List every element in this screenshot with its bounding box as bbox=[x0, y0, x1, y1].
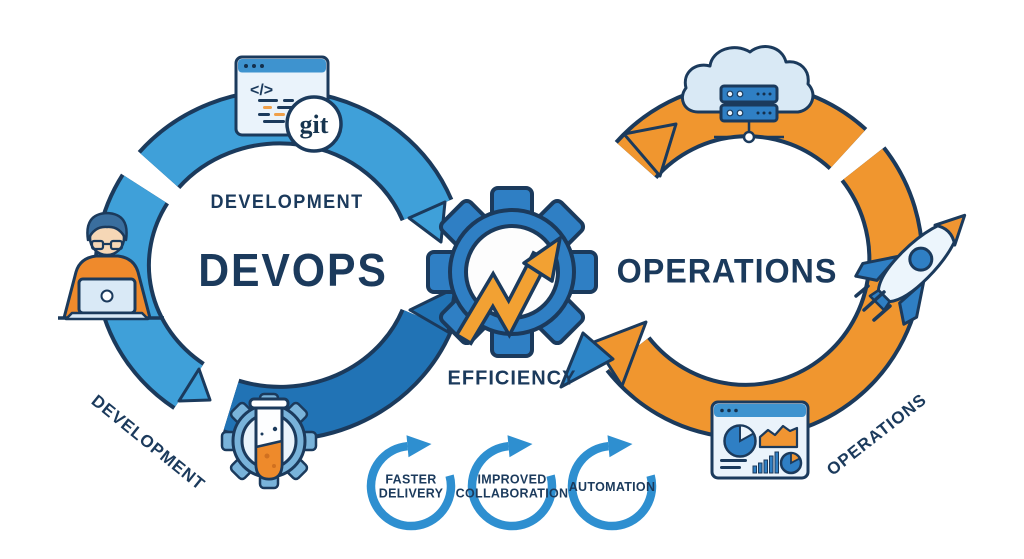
benefit-improved-collaboration: IMPROVED COLLABORATION bbox=[456, 473, 569, 502]
development-top-label: DEVELOPMENT bbox=[210, 192, 364, 213]
git-label: git bbox=[300, 110, 329, 139]
code-editor-icon: </> git bbox=[234, 55, 343, 153]
gear-icon bbox=[426, 186, 598, 358]
benefit-line: DELIVERY bbox=[378, 487, 444, 501]
benefit-line: AUTOMATION bbox=[568, 479, 656, 494]
efficiency-label: EFFICIENCY bbox=[447, 367, 577, 390]
benefit-line: FASTER bbox=[385, 472, 437, 487]
rocket-icon bbox=[854, 213, 967, 326]
benefit-automation: AUTOMATION bbox=[569, 480, 656, 494]
flask-gear-icon bbox=[220, 392, 318, 490]
benefit-faster-delivery: FASTER DELIVERY bbox=[379, 473, 443, 502]
git-icon: git bbox=[285, 95, 343, 153]
operations-title: OPERATIONS bbox=[616, 252, 838, 291]
code-tag-glyph: </> bbox=[250, 82, 273, 99]
benefit-line: COLLABORATION bbox=[455, 487, 569, 501]
dashboard-icon bbox=[710, 400, 810, 480]
benefit-line: IMPROVED bbox=[477, 472, 547, 487]
crossover-arrow bbox=[559, 331, 615, 389]
cloud-server-icon bbox=[681, 45, 815, 144]
growth-arrow-icon bbox=[454, 236, 562, 346]
right-loop-arrowheads bbox=[592, 122, 678, 388]
developer-icon bbox=[58, 211, 164, 321]
speed-lines bbox=[854, 284, 892, 322]
glasses bbox=[90, 239, 124, 251]
devops-title: DEVOPS bbox=[198, 244, 388, 296]
